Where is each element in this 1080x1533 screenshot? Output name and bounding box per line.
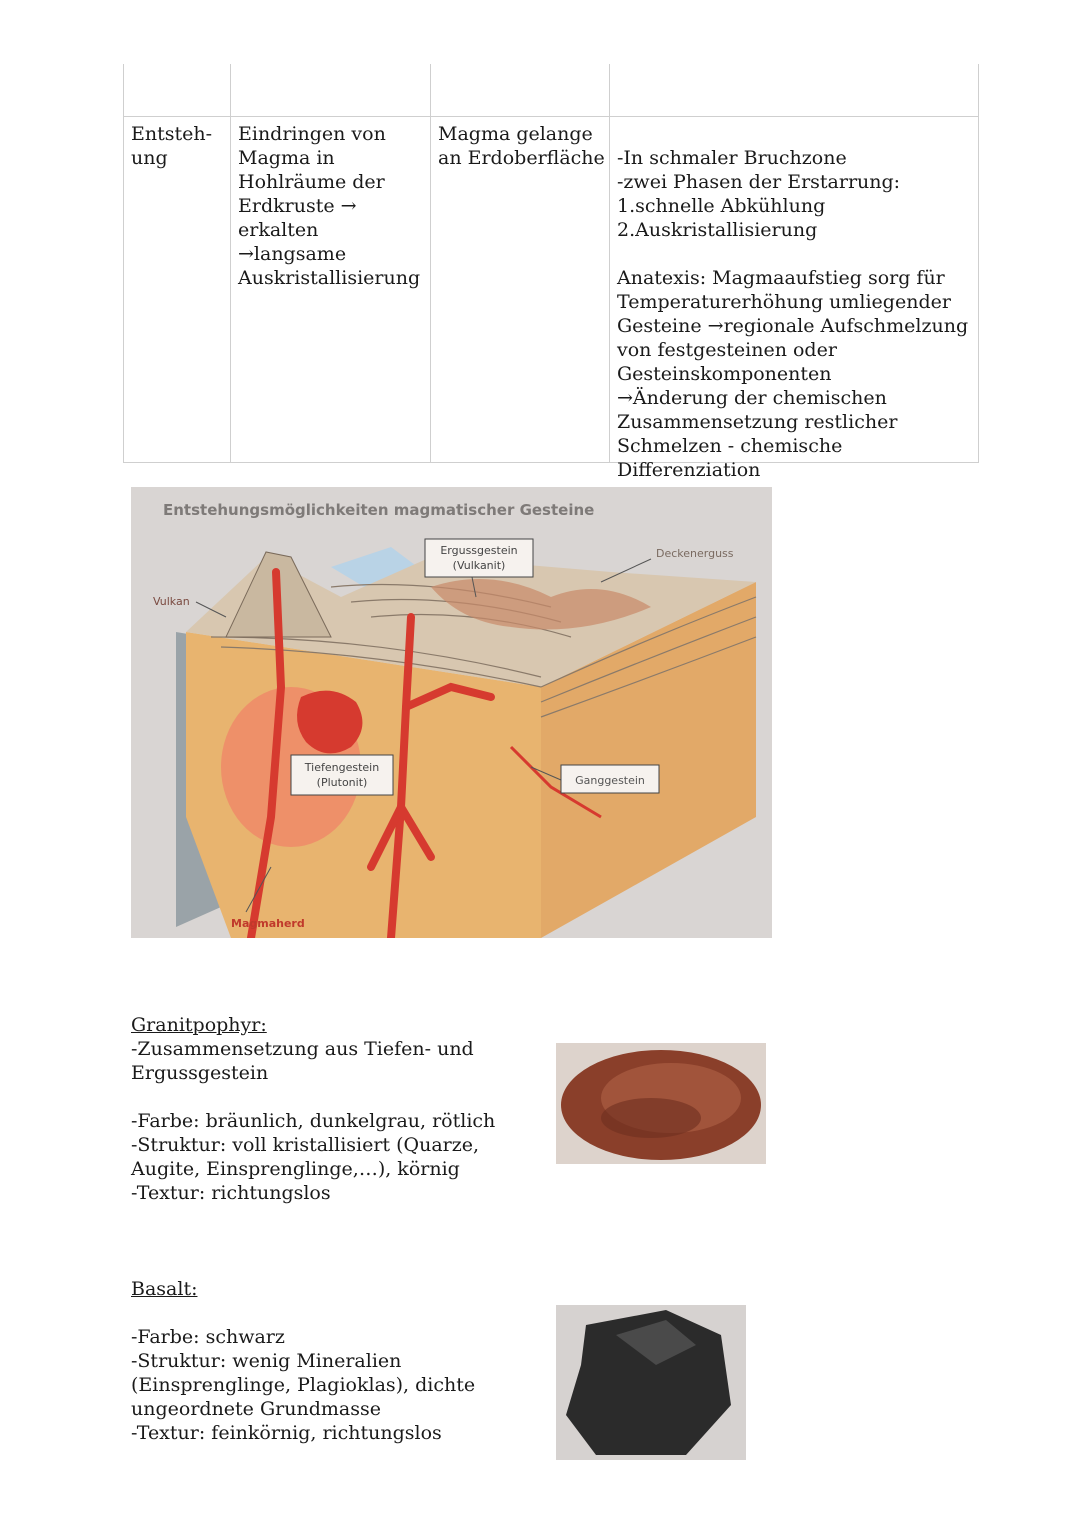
table-row-label: Entsteh- ung (131, 123, 213, 169)
table-line: Anatexis: Magmaaufstieg sorg für (617, 267, 945, 289)
table-line: 2.Auskristallisierung (617, 219, 818, 241)
label-box-erguss (424, 538, 534, 578)
table-line: 1.schnelle Abkühlung (617, 195, 826, 217)
label-vulkanit: (Vulkanit) (453, 559, 506, 572)
table-border-left (123, 64, 124, 463)
basalt-section: Basalt: -Farbe: schwarz -Struktur: wenig… (131, 1277, 531, 1445)
block-top-surface (186, 557, 756, 687)
table-border-bottom (123, 462, 979, 463)
label-box-gang (560, 764, 660, 794)
table-line: -In schmaler Bruchzone (617, 147, 847, 169)
basalt-spacer (131, 1301, 531, 1325)
table-line: Schmelzen - chemische (617, 435, 843, 457)
table-divider-2 (430, 64, 431, 463)
table-cell-ergussgestein: Magma gelange an Erdoberfläche (438, 123, 605, 169)
granit-line: -Textur: richtungslos (131, 1182, 331, 1204)
basalt-line: -Farbe: schwarz (131, 1326, 285, 1348)
table-cell-ganggestein: -In schmaler Bruchzone -zwei Phasen der … (617, 122, 977, 482)
table-line: Gesteinskomponenten (617, 363, 832, 385)
table-border-right (978, 64, 979, 463)
table-line: von festgesteinen oder (617, 339, 837, 361)
label-vulkan: Vulkan (153, 595, 190, 608)
pluton-body (297, 690, 363, 754)
table-line: -zwei Phasen der Erstarrung: (617, 171, 901, 193)
gang-dike (509, 745, 602, 819)
label-tiefengestein: Tiefengestein (304, 761, 379, 774)
label-ganggestein: Ganggestein (575, 774, 645, 787)
granit-title: Granitpophyr: (131, 1014, 267, 1036)
table-line: →Änderung der chemischen (617, 387, 887, 409)
block-right-face (541, 582, 756, 938)
label-magmaherd: Magmaherd (231, 917, 305, 930)
rock-table: Entsteh- ung Eindringen von Magma in Hoh… (123, 64, 979, 481)
block-diagram-svg: Entstehungsmöglichkeiten magmatischer Ge… (131, 487, 772, 938)
magma-dikes (247, 568, 495, 938)
granit-rock-shadow (601, 1098, 701, 1138)
granit-photo (556, 1043, 766, 1164)
label-plutonit: (Plutonit) (317, 776, 368, 789)
granit-line: Augite, Einsprenglinge,…), körnig (131, 1158, 460, 1180)
table-divider-1 (230, 64, 231, 463)
label-ergussgestein: Ergussgestein (440, 544, 517, 557)
table-line: Differenziation (617, 459, 761, 481)
basalt-line: ungeordnete Grundmasse (131, 1398, 381, 1420)
lava-flow (431, 579, 651, 630)
basalt-rock-facet (616, 1320, 696, 1365)
table-cell-tiefengestein: Eindringen von Magma in Hohlräume der Er… (238, 123, 421, 289)
granit-line: -Struktur: voll kristallisiert (Quarze, (131, 1134, 480, 1156)
table-line: Zusammensetzung restlicher (617, 411, 898, 433)
basalt-photo (556, 1305, 746, 1460)
table-row-divider (123, 116, 979, 117)
diagram-title: Entstehungsmöglichkeiten magmatischer Ge… (163, 501, 594, 519)
basalt-line: (Einsprenglinge, Plagioklas), dichte (131, 1374, 476, 1396)
basalt-title: Basalt: (131, 1278, 198, 1300)
label-box-tiefen (290, 754, 394, 796)
table-line: Temperaturerhöhung umliegender (617, 291, 951, 313)
granit-line: -Farbe: bräunlich, dunkelgrau, rötlich (131, 1110, 496, 1132)
granit-line: -Zusammensetzung aus Tiefen- und (131, 1038, 474, 1060)
magma-rock-diagram: Entstehungsmöglichkeiten magmatischer Ge… (131, 487, 772, 938)
granit-line-blank (131, 1085, 531, 1109)
label-deckenerguss: Deckenerguss (656, 547, 734, 560)
table-line: Gesteine →regionale Aufschmelzung (617, 315, 969, 337)
table-divider-3 (609, 64, 610, 463)
granit-line: Ergussgestein (131, 1062, 269, 1084)
granit-section: Granitpophyr: -Zusammensetzung aus Tiefe… (131, 1013, 531, 1205)
basalt-line: -Textur: feinkörnig, richtungslos (131, 1422, 442, 1444)
basalt-line: -Struktur: wenig Mineralien (131, 1350, 402, 1372)
